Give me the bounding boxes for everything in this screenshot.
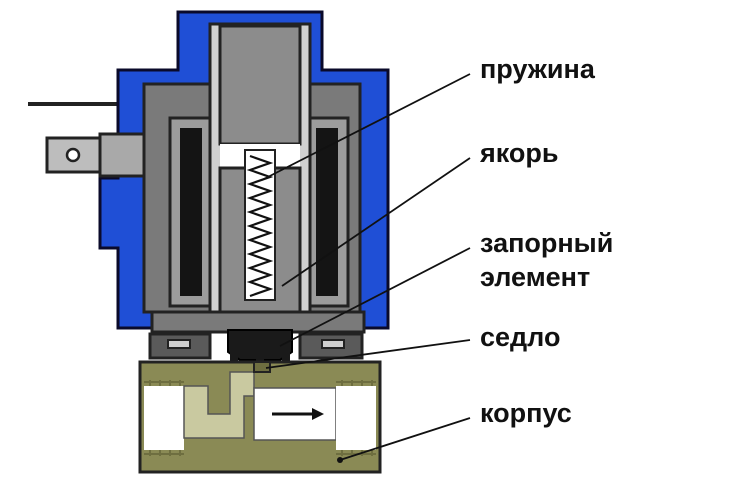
label-closing-element: запорный элемент <box>480 226 613 294</box>
label-armature: якорь <box>480 138 559 168</box>
leader-seat <box>265 339 471 369</box>
flow-arrow-icon <box>272 408 324 420</box>
terminal-hole <box>65 147 81 163</box>
leader-body <box>339 417 471 461</box>
leader-spring <box>261 73 471 181</box>
leader-armature <box>281 157 471 287</box>
outlet-port <box>336 386 376 450</box>
closing-element <box>227 329 293 361</box>
inlet-thread <box>144 380 184 456</box>
inlet-port <box>144 386 184 450</box>
label-body: корпус <box>480 398 572 428</box>
label-spring: пружина <box>480 54 595 84</box>
label-closing-element-line2: элемент <box>480 262 591 292</box>
left-winding <box>180 128 202 296</box>
left-mount-slot <box>167 339 191 349</box>
leader-closing-element <box>279 247 471 347</box>
leader-dot-body <box>337 457 343 463</box>
right-mount-slot <box>321 339 345 349</box>
label-seat: седло <box>480 322 561 352</box>
leader-lines <box>261 73 471 461</box>
fixed-core <box>218 24 302 146</box>
label-closing-element-line1: запорный <box>480 228 614 258</box>
right-winding <box>316 128 338 296</box>
